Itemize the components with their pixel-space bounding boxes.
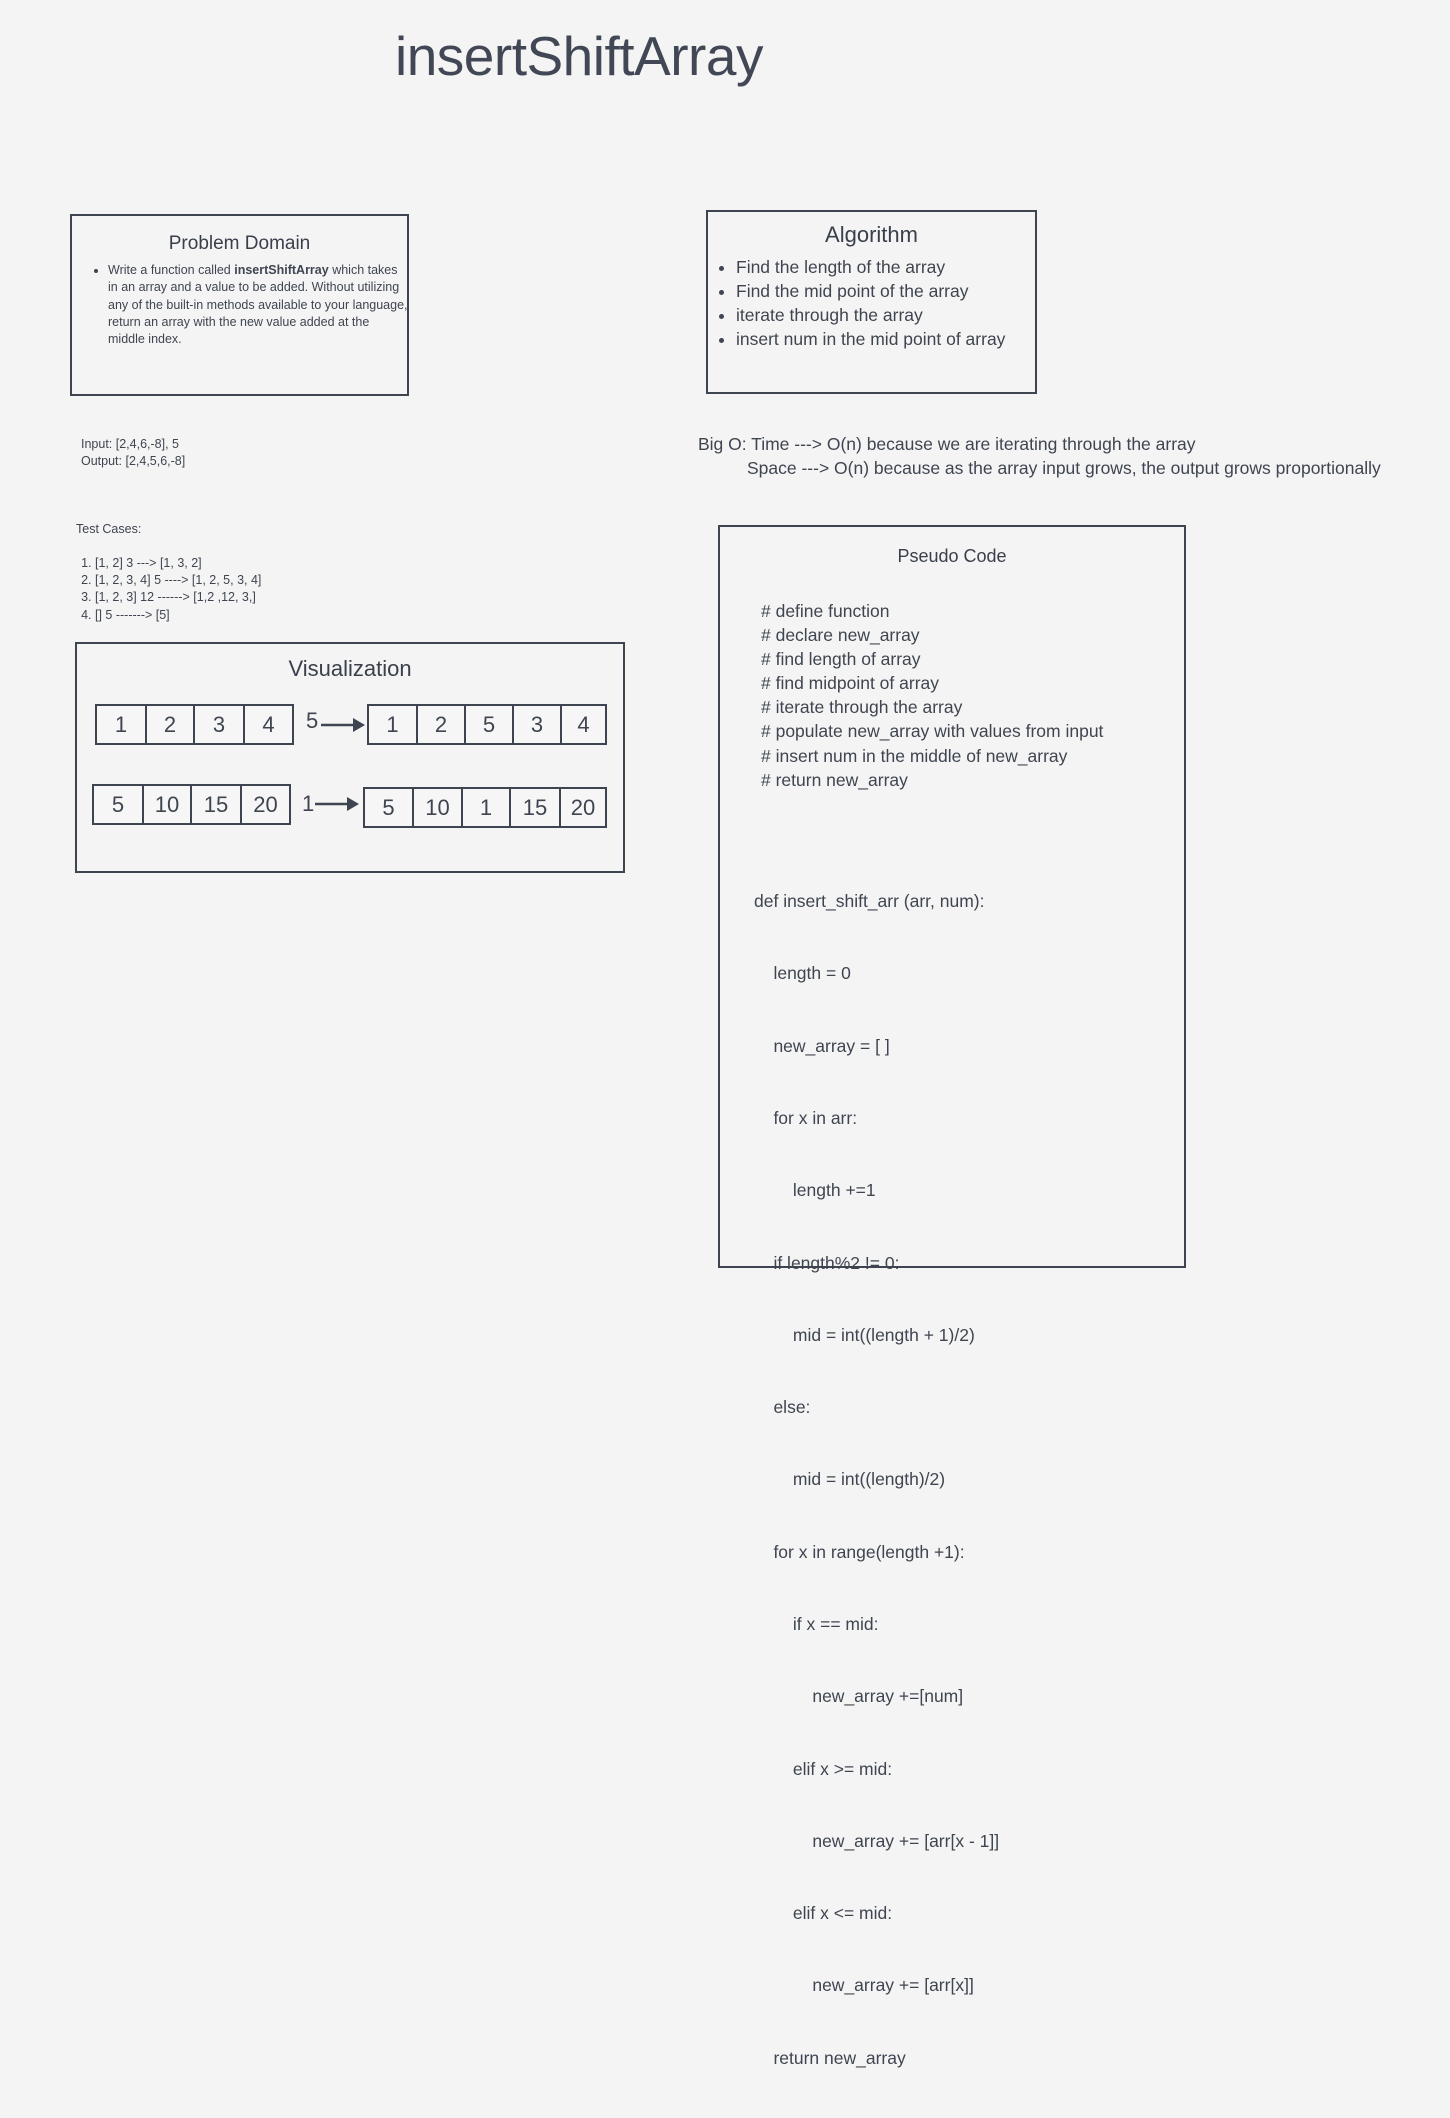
test-case: [] 5 -------> [5] [95,607,261,624]
pseudo-comment-line: # declare new_array [761,625,920,646]
algorithm-list: Find the length of the array Find the mi… [736,255,1005,351]
pseudo-comment-line: # iterate through the array [761,697,963,718]
input-example: Input: [2,4,6,-8], 5 [81,437,179,451]
pseudo-comment-line: # define function [761,601,890,621]
code-line: if length%2 != 0: [754,1252,900,1273]
code-line: new_array += [arr[x]] [754,1975,974,1996]
arrow-right-icon [321,718,365,732]
array-cell: 5 [363,787,414,828]
visualization-heading: Visualization [288,656,412,681]
array-cell: 1 [461,787,511,828]
insert-value: 1 [302,791,315,816]
code-line: mid = int((length)/2) [754,1469,946,1490]
code-line: new_array += [arr[x - 1]] [754,1830,1000,1851]
insert-value: 5 [306,708,319,733]
test-case: [1, 2, 3] 12 ------> [1,2 ,12, 3,] [95,589,261,606]
array-cell: 10 [142,784,192,825]
array-cell: 15 [190,784,242,825]
pseudo-code-comments: # define function # declare new_array # … [761,599,1103,792]
array-cell: 3 [193,704,245,745]
test-case: [1, 2] 3 ---> [1, 3, 2] [95,555,261,572]
code-line: length +=1 [754,1180,876,1201]
code-line: elif x <= mid: [754,1903,893,1924]
algorithm-step: Find the length of the array [736,255,1005,279]
pseudo-code-heading: Pseudo Code [897,546,1007,566]
code-line: for x in arr: [754,1108,858,1129]
python-code: def insert_shift_arr (arr, num): length … [754,841,999,2118]
pseudo-comment-line: # find length of array [761,649,921,670]
pseudo-code-panel: Pseudo Code # define function # declare … [718,525,1186,2068]
code-line: mid = int((length + 1)/2) [754,1324,975,1345]
problem-text-post: which takes in an array and a value to b… [108,263,408,347]
big-o-time: Big O: Time ---> O(n) because we are ite… [698,434,1196,454]
array-cell: 1 [367,704,418,745]
algorithm-step: Find the mid point of the array [736,279,1005,303]
code-line: def insert_shift_arr (arr, num): [754,891,985,912]
array-cell: 2 [145,704,195,745]
array-cell: 10 [412,787,463,828]
code-line: else: [754,1397,811,1418]
arrow-right-icon [315,797,359,811]
array-cell: 3 [512,704,562,745]
problem-text-pre: Write a function called [108,263,235,277]
problem-domain-bullet: Write a function called insertShiftArray… [108,262,408,348]
io-example: Input: [2,4,6,-8], 5 Output: [2,4,5,6,-8… [81,436,185,470]
array-cell: 20 [559,787,607,828]
test-cases-heading: Test Cases: [76,522,142,536]
array-cell: 2 [416,704,466,745]
problem-domain-panel: Problem Domain Write a function called i… [70,214,409,396]
test-case: [1, 2, 3, 4] 5 ----> [1, 2, 5, 3, 4] [95,572,261,589]
output-example: Output: [2,4,5,6,-8] [81,454,186,468]
page-title: insertShiftArray [395,25,763,87]
array-cell: 20 [240,784,291,825]
code-line: for x in range(length +1): [754,1541,965,1562]
pseudo-comment-line: # insert num in the middle of new_array [761,745,1068,766]
pseudo-comment-line: # return new_array [761,769,908,790]
problem-text-function-name: insertShiftArray [234,263,329,277]
big-o-space: Space ---> O(n) because as the array inp… [747,458,1381,478]
code-line: length = 0 [754,963,851,984]
array-cell: 5 [464,704,514,745]
code-line: new_array = [ ] [754,1035,890,1056]
algorithm-panel: Algorithm Find the length of the array F… [706,210,1037,394]
array-cell: 1 [95,704,147,745]
pseudo-comment-line: # populate new_array with values from in… [761,721,1104,742]
visualization-panel: Visualization 1 2 3 4 5 1 2 5 3 4 5 10 1… [75,642,625,873]
algorithm-step: insert num in the mid point of array [736,327,1005,351]
problem-domain-heading: Problem Domain [168,233,311,254]
array-cell: 4 [560,704,607,745]
problem-domain-list: Write a function called insertShiftArray… [98,262,408,348]
code-line: new_array +=[num] [754,1686,964,1707]
algorithm-heading: Algorithm [825,222,918,247]
pseudo-comment-line: # find midpoint of array [761,673,940,694]
code-line: elif x >= mid: [754,1758,893,1779]
array-cell: 15 [509,787,561,828]
array-cell: 5 [92,784,144,825]
algorithm-step: iterate through the array [736,303,1005,327]
test-cases-list: [1, 2] 3 ---> [1, 3, 2] [1, 2, 3, 4] 5 -… [76,555,261,624]
code-line: if x == mid: [754,1614,879,1634]
test-cases: Test Cases: [1, 2] 3 ---> [1, 3, 2] [1, … [76,521,261,624]
code-line: return new_array [754,2047,906,2068]
array-cell: 4 [243,704,294,745]
